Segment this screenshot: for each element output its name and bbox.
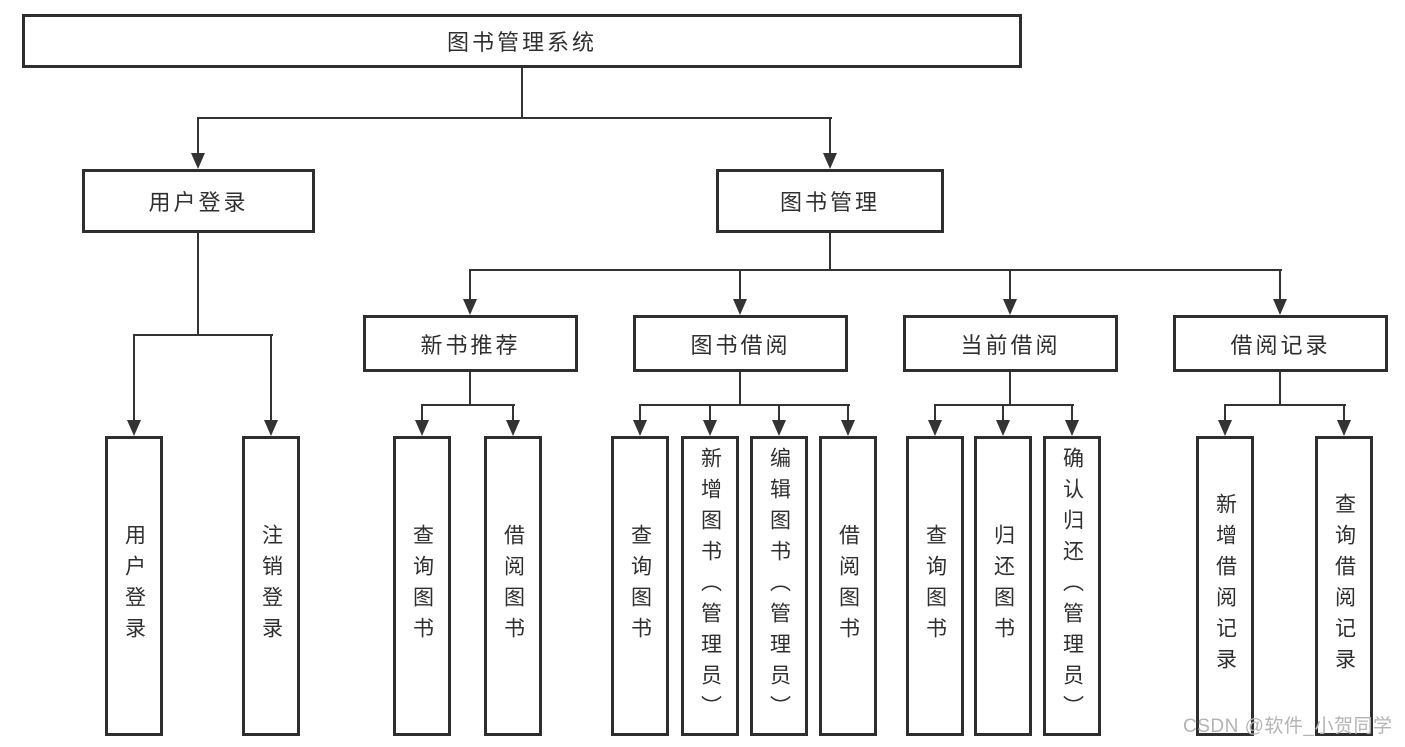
arrow-down-icon — [127, 420, 141, 436]
connector-root-to-user-login-line — [197, 117, 199, 154]
connector-book-mgmt-split-line — [469, 269, 1282, 271]
connector-leaf-line — [847, 404, 849, 420]
connector-leaf-line — [1071, 404, 1073, 420]
node-current-borrow: 当前借阅 — [903, 315, 1118, 372]
leaf-user-login: 用户登录 — [105, 436, 163, 736]
connector-leaf-line — [1224, 404, 1226, 420]
connector-root-to-book-mgmt-line — [829, 117, 831, 154]
arrow-down-icon — [633, 420, 647, 436]
arrow-down-icon — [463, 299, 477, 315]
leaf-confirm-return-admin: 确认归还（管理员） — [1043, 436, 1101, 736]
connector-borrow-record-split-line — [1224, 404, 1346, 406]
connector-root-stem-line — [521, 68, 523, 118]
connector-current-borrow-stem-line — [1009, 372, 1011, 406]
leaf-add-books-admin: 新增图书（管理员） — [681, 436, 739, 736]
connector-to-current-borrow-line — [1009, 269, 1011, 299]
arrow-down-icon — [928, 420, 942, 436]
arrow-down-icon — [996, 420, 1010, 436]
leaf-return-books: 归还图书 — [974, 436, 1032, 736]
connector-borrow-record-stem-line — [1279, 372, 1281, 406]
arrow-down-icon — [1337, 420, 1351, 436]
leaf-query-books-recommend: 查询图书 — [393, 436, 451, 736]
node-library-management-system: 图书管理系统 — [22, 14, 1022, 68]
node-borrow-record: 借阅记录 — [1173, 315, 1388, 372]
leaf-borrow-books: 借阅图书 — [819, 436, 877, 736]
connector-to-book-borrow-line — [739, 269, 741, 299]
arrow-down-icon — [1273, 299, 1287, 315]
node-book-management: 图书管理 — [716, 169, 944, 233]
arrow-down-icon — [415, 420, 429, 436]
connector-book-mgmt-stem-line — [829, 233, 831, 271]
connector-user-login-stem-line — [197, 233, 199, 336]
node-new-book-recommend: 新书推荐 — [363, 315, 578, 372]
connector-user-login-split-line — [133, 334, 273, 336]
leaf-query-borrow-record: 查询借阅记录 — [1315, 436, 1373, 736]
connector-leaf-line — [512, 404, 514, 420]
node-user-login: 用户登录 — [82, 169, 315, 233]
connector-new-book-stem-line — [469, 372, 471, 406]
node-book-borrow: 图书借阅 — [633, 315, 848, 372]
arrow-down-icon — [1003, 299, 1017, 315]
connector-current-borrow-split-line — [934, 404, 1074, 406]
leaf-query-books-borrow: 查询图书 — [611, 436, 669, 736]
connector-leaf-line — [1002, 404, 1004, 420]
arrow-down-icon — [772, 420, 786, 436]
connector-new-book-split-line — [421, 404, 515, 406]
connector-to-borrow-record-line — [1279, 269, 1281, 299]
connector-leaf-line — [709, 404, 711, 420]
arrow-down-icon — [841, 420, 855, 436]
connector-book-borrow-stem-line — [739, 372, 741, 406]
leaf-borrow-books-recommend: 借阅图书 — [484, 436, 542, 736]
connector-leaf-line — [778, 404, 780, 420]
arrow-down-icon — [1218, 420, 1232, 436]
connector-book-borrow-split-line — [639, 404, 850, 406]
leaf-query-books-current: 查询图书 — [906, 436, 964, 736]
arrow-down-icon — [823, 153, 837, 169]
leaf-add-borrow-record: 新增借阅记录 — [1196, 436, 1254, 736]
csdn-watermark: CSDN @软件_小贺同学 — [1183, 716, 1393, 737]
connector-to-leaf-login-line — [133, 334, 135, 420]
connector-leaf-line — [421, 404, 423, 420]
connector-to-new-book-line — [469, 269, 471, 299]
arrow-down-icon — [264, 420, 278, 436]
arrow-down-icon — [733, 299, 747, 315]
connector-root-split-line — [197, 117, 832, 119]
connector-leaf-line — [639, 404, 641, 420]
connector-leaf-line — [1343, 404, 1345, 420]
connector-leaf-line — [934, 404, 936, 420]
leaf-logout: 注销登录 — [242, 436, 300, 736]
connector-to-leaf-logout-line — [270, 334, 272, 420]
arrow-down-icon — [703, 420, 717, 436]
arrow-down-icon — [1065, 420, 1079, 436]
leaf-edit-books-admin: 编辑图书（管理员） — [750, 436, 808, 736]
arrow-down-icon — [191, 153, 205, 169]
arrow-down-icon — [506, 420, 520, 436]
